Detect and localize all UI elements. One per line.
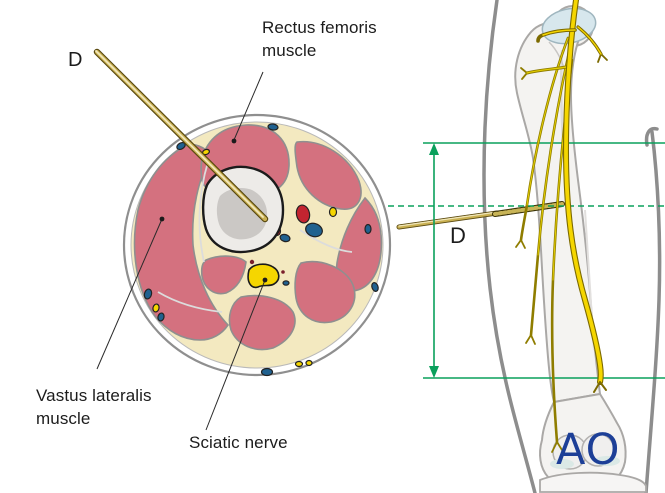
tibia-plateau (539, 471, 647, 493)
leg-silhouette (482, 0, 662, 493)
sciatic-nerve (247, 263, 280, 289)
nerve-thin-branch (526, 37, 569, 206)
guide-wire-pin-right (396, 201, 565, 230)
muscle-compartments (133, 124, 383, 351)
measurement-arrowheads (429, 143, 439, 378)
vein-small (282, 280, 290, 286)
measurement-lines (388, 142, 665, 379)
profunda-vein (279, 233, 291, 243)
arrow-down (429, 366, 439, 378)
artery-small (249, 259, 255, 265)
nerve-thin-branch (537, 47, 571, 256)
silhouette-lateral (482, 0, 537, 493)
nerve-small (152, 303, 160, 313)
thigh-cross-section (93, 48, 392, 431)
silhouette-medial-hook (644, 126, 659, 147)
ao-logo: AO (556, 425, 621, 475)
cartilage-medial (550, 459, 574, 469)
label-rectus-femoris: Rectus femoris muscle (262, 18, 377, 60)
cartilage-lateral (594, 456, 620, 466)
femur-medulla (216, 188, 268, 240)
vein-small (143, 288, 153, 300)
femoral-artery (295, 204, 311, 224)
leader-lines (96, 71, 268, 431)
artery-small (281, 270, 285, 274)
leader-sciatic (205, 279, 266, 431)
label-pin-d-left: D (68, 49, 83, 71)
femur-bone (514, 5, 647, 493)
femur-cross-section (201, 165, 285, 254)
nerve-branches (515, 0, 608, 453)
leader-dot-rectus (231, 138, 237, 144)
vein-small (364, 223, 372, 235)
label-sciatic-nerve: Sciatic nerve (189, 433, 288, 452)
label-pin-d-right: D (450, 223, 466, 248)
nerve-small (305, 359, 313, 367)
muscle-deep-posterior (200, 255, 247, 295)
muscle-adductor-group (294, 261, 356, 324)
femur-anterior-view: AO (388, 0, 665, 493)
leader-rectus (233, 71, 264, 141)
arrow-up (429, 143, 439, 155)
vein-small (260, 367, 274, 377)
leader-dot-sciatic (262, 277, 268, 283)
guide-wire-pin-left (93, 48, 269, 223)
label-vastus-lateralis: Vastus lateralis muscle (36, 386, 152, 428)
leader-vastus (96, 218, 163, 370)
vein-small (157, 312, 165, 322)
vein-small (267, 123, 279, 131)
vein-small (371, 282, 379, 292)
nerve-small (294, 360, 304, 368)
femoral-vein (305, 222, 323, 238)
saphenous-nerve (328, 206, 338, 218)
silhouette-medial (644, 130, 662, 493)
fascia-lines (157, 161, 353, 313)
muscle-hamstrings (228, 294, 296, 351)
leader-dot-vastus (159, 216, 165, 222)
muscle-vastus-medialis (294, 140, 362, 210)
